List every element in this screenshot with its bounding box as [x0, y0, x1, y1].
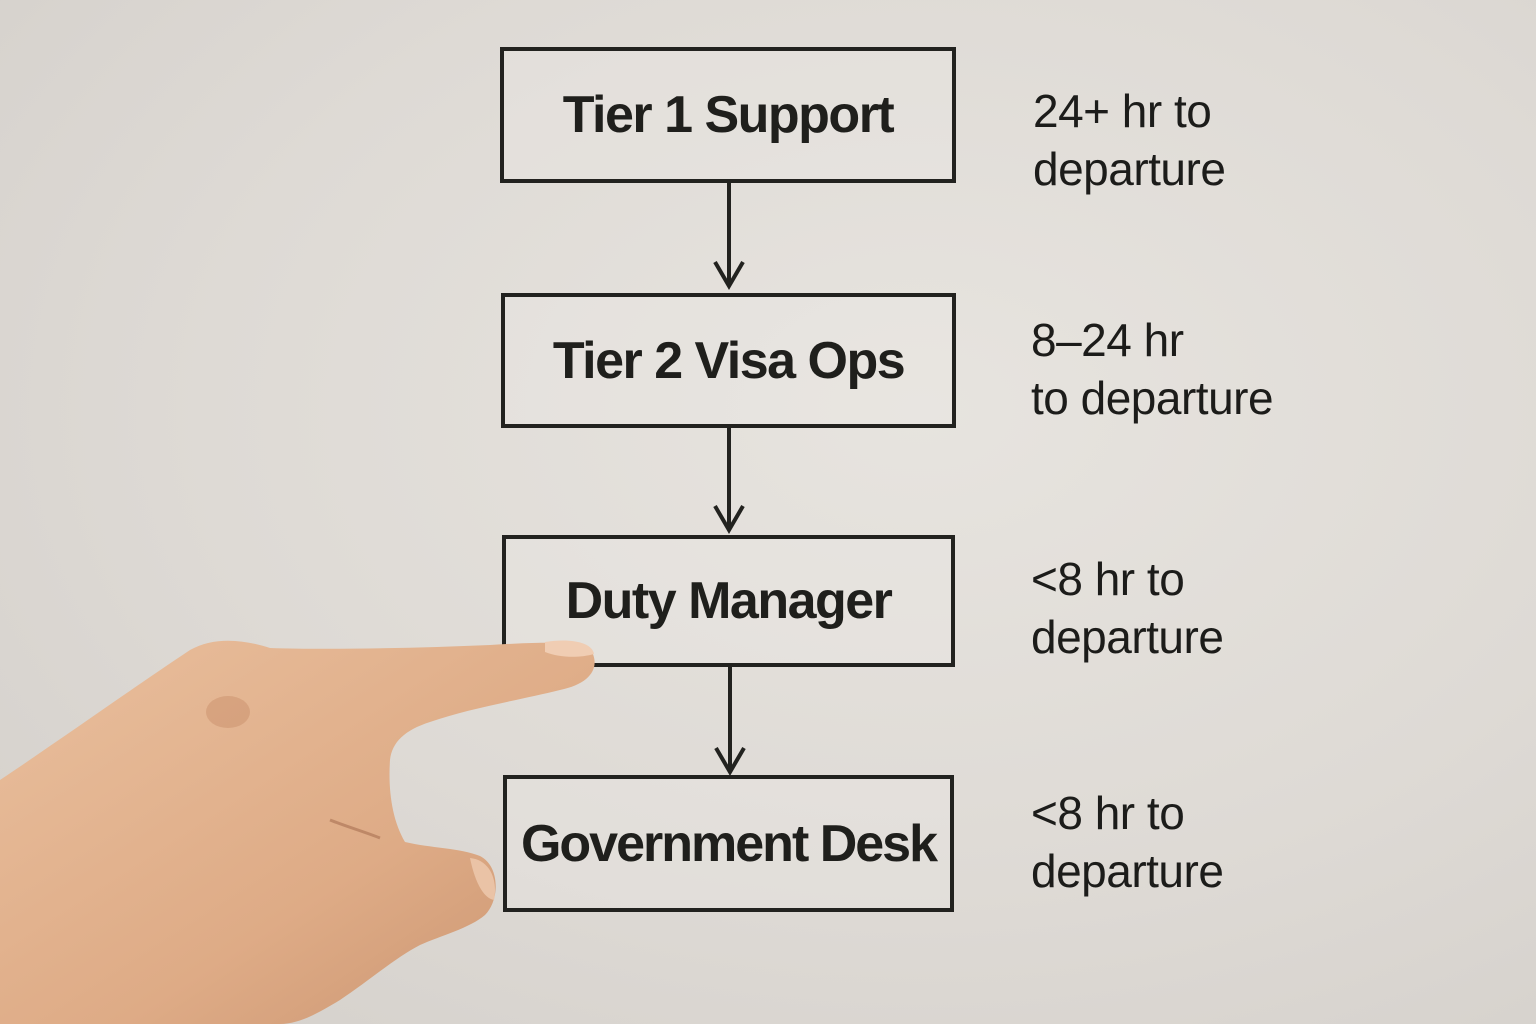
node-government-desk[interactable]: Government Desk	[503, 775, 954, 912]
node-duty-manager[interactable]: Duty Manager	[502, 535, 955, 667]
node-label: Duty Manager	[565, 572, 893, 630]
note-tier2-timing: 8–24 hr to departure	[1031, 314, 1274, 424]
node-label: Government Desk	[520, 814, 938, 873]
node-tier2-visa-ops[interactable]: Tier 2 Visa Ops	[501, 293, 956, 428]
note-duty-manager-timing: <8 hr to departure	[1031, 553, 1224, 663]
note-tier1-timing: 24+ hr to departure	[1033, 85, 1226, 195]
node-tier1-support[interactable]: Tier 1 Support	[500, 47, 956, 183]
note-government-desk-timing: <8 hr to departure	[1031, 787, 1224, 897]
node-label: Tier 2 Visa Ops	[552, 331, 906, 390]
node-label: Tier 1 Support	[562, 86, 895, 144]
